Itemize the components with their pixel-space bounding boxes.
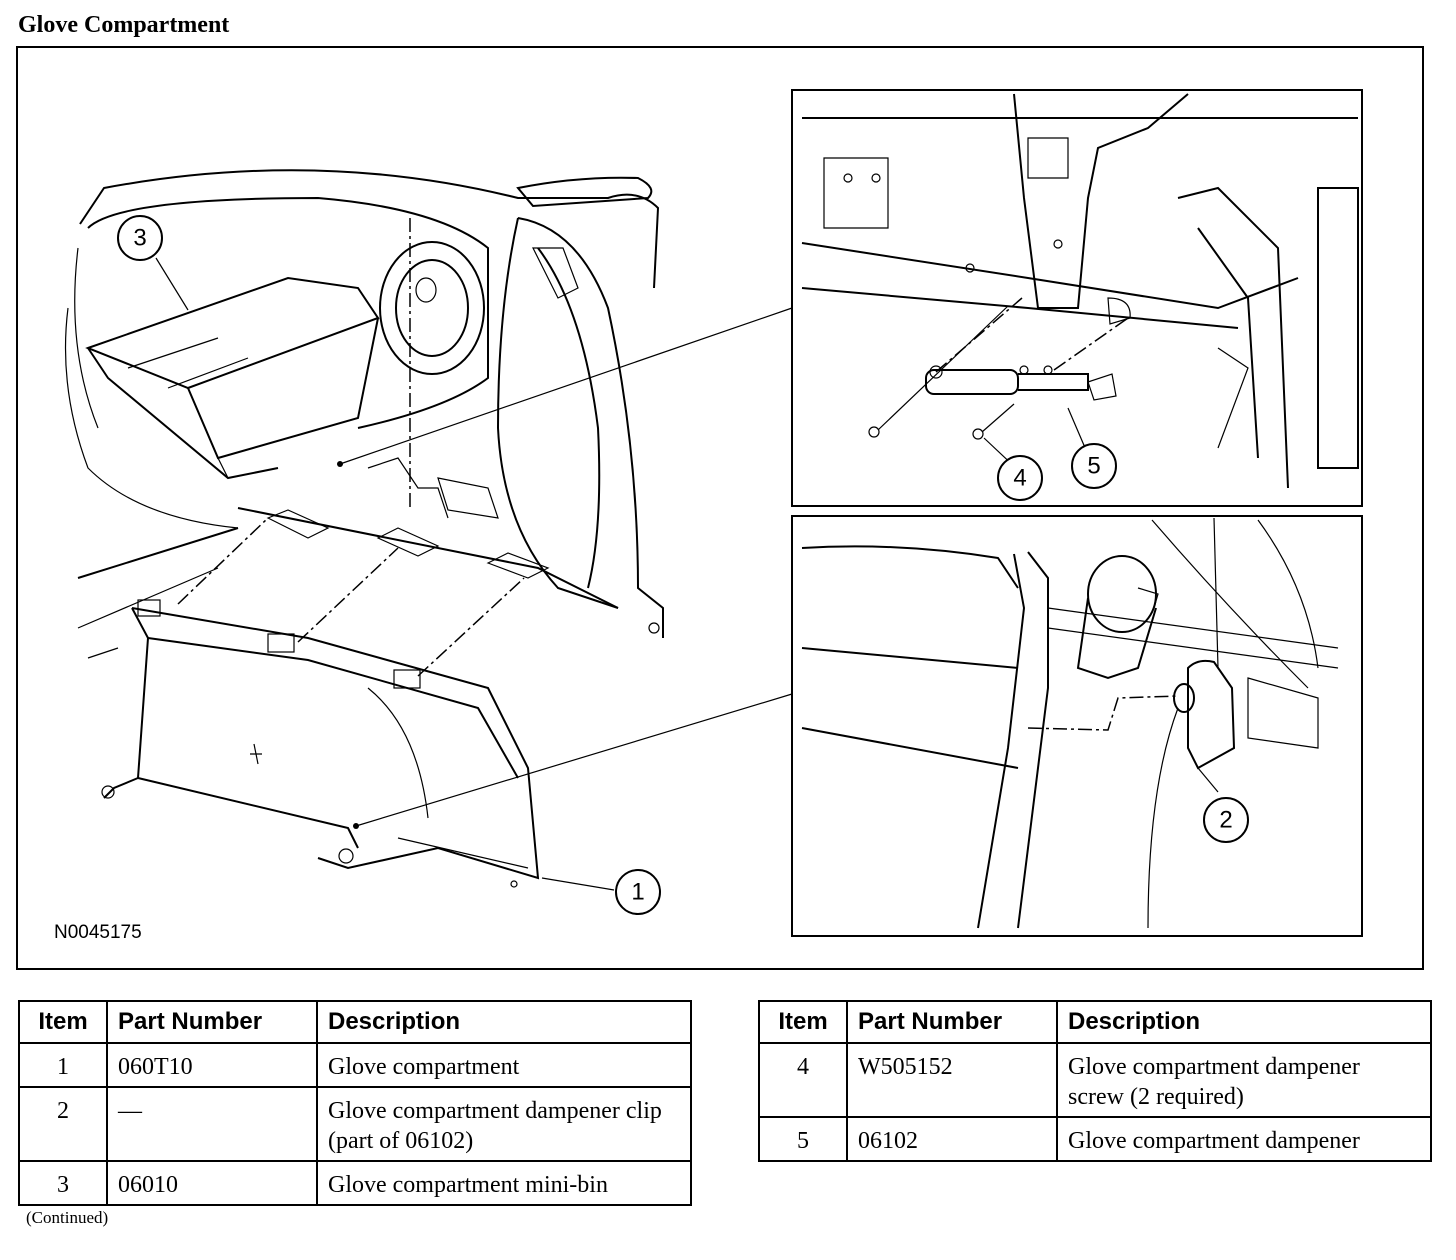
table-header-row: Item Part Number Description <box>18 1000 692 1044</box>
table-row: 1 060T10 Glove compartment <box>18 1042 692 1088</box>
callout-1: 1 <box>615 869 661 915</box>
cell-item: 1 <box>18 1042 108 1088</box>
parts-table-right: Item Part Number Description 4 W505152 G… <box>758 1000 1432 1162</box>
table-header-row: Item Part Number Description <box>758 1000 1432 1044</box>
header-part-number: Part Number <box>106 1000 318 1044</box>
figure-code: N0045175 <box>54 922 142 943</box>
header-description: Description <box>1056 1000 1432 1044</box>
callout-3: 3 <box>117 215 163 261</box>
svg-text:3: 3 <box>133 225 146 252</box>
dampener-detail-view <box>791 89 1363 507</box>
callout-5: 5 <box>1071 443 1117 489</box>
table-row: 5 06102 Glove compartment dampener <box>758 1116 1432 1162</box>
svg-text:1: 1 <box>631 879 644 906</box>
header-item: Item <box>18 1000 108 1044</box>
table-row: 3 06010 Glove compartment mini-bin <box>18 1160 692 1206</box>
table-row: 4 W505152 Glove compartment dampener scr… <box>758 1042 1432 1118</box>
cell-item: 4 <box>758 1042 848 1118</box>
cell-item: 3 <box>18 1160 108 1206</box>
header-description: Description <box>316 1000 692 1044</box>
page-title: Glove Compartment <box>18 12 230 38</box>
instrument-panel-drawing <box>64 169 793 891</box>
cell-part-number: — <box>106 1086 318 1162</box>
continued-note: (Continued) <box>26 1208 109 1227</box>
svg-text:2: 2 <box>1219 807 1232 834</box>
cell-part-number: 060T10 <box>106 1042 318 1088</box>
table-row: 2 — Glove compartment dampener clip (par… <box>18 1086 692 1162</box>
cell-item: 2 <box>18 1086 108 1162</box>
cell-description: Glove compartment <box>316 1042 692 1088</box>
exploded-view-figure: 3 1 4 5 2 N0045175 <box>16 46 1424 970</box>
svg-text:5: 5 <box>1087 453 1100 480</box>
header-part-number: Part Number <box>846 1000 1058 1044</box>
cell-part-number: 06102 <box>846 1116 1058 1162</box>
header-item: Item <box>758 1000 848 1044</box>
svg-text:4: 4 <box>1013 465 1026 492</box>
cell-description: Glove compartment dampener <box>1056 1116 1432 1162</box>
callout-4: 4 <box>997 455 1043 501</box>
cell-description: Glove compartment mini-bin <box>316 1160 692 1206</box>
callout-2: 2 <box>1203 797 1249 843</box>
cell-description: Glove compartment dampener screw (2 requ… <box>1056 1042 1432 1118</box>
cell-description: Glove compartment dampener clip (part of… <box>316 1086 692 1162</box>
glove-compartment-illustration: 3 1 4 5 2 <box>64 89 1363 937</box>
dampener-clip-detail-view <box>791 515 1363 937</box>
cell-item: 5 <box>758 1116 848 1162</box>
cell-part-number: W505152 <box>846 1042 1058 1118</box>
cell-part-number: 06010 <box>106 1160 318 1206</box>
parts-table-left: Item Part Number Description 1 060T10 Gl… <box>18 1000 692 1206</box>
